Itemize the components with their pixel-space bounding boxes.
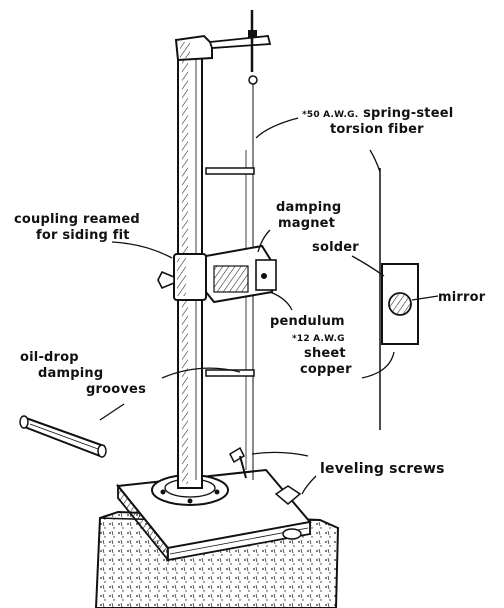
damping-magnet-label-line2: magnet [278, 216, 336, 231]
fiber-material: spring-steel [363, 106, 454, 121]
oil-drop-label-line2: damping [38, 366, 104, 381]
oil-drop-label-line3: grooves [86, 382, 147, 397]
pendulum-label-line2: *12 A.W.G [292, 334, 345, 344]
damping-rod [19, 415, 107, 458]
pendulum-label-line1: pendulum [270, 314, 345, 329]
damping-magnet-label-line1: damping [276, 200, 342, 215]
coupling-sleeve [157, 253, 207, 301]
pendulum-label-line3: sheet [304, 346, 346, 361]
damping-magnet [205, 244, 277, 304]
leader-lines [99, 117, 439, 495]
fiber-gauge: *50 A.W.G. [302, 110, 359, 120]
leveling-screws [229, 446, 302, 540]
coupling-label-line1: coupling reamed [14, 212, 140, 227]
solder-label: solder [312, 240, 359, 255]
coupling-label-line2: for siding fit [36, 228, 130, 243]
fiber-label-line1: *50 A.W.G. spring-steel [302, 106, 453, 123]
pendulum-label-line4: copper [300, 362, 352, 377]
mirror-label: mirror [438, 290, 486, 305]
oil-drop-label-line1: oil-drop [20, 350, 79, 365]
fiber-label-line2: torsion fiber [330, 122, 424, 137]
leveling-screws-label: leveling screws [320, 461, 445, 477]
mirror-detail [379, 168, 419, 430]
top-bracket [174, 10, 272, 85]
